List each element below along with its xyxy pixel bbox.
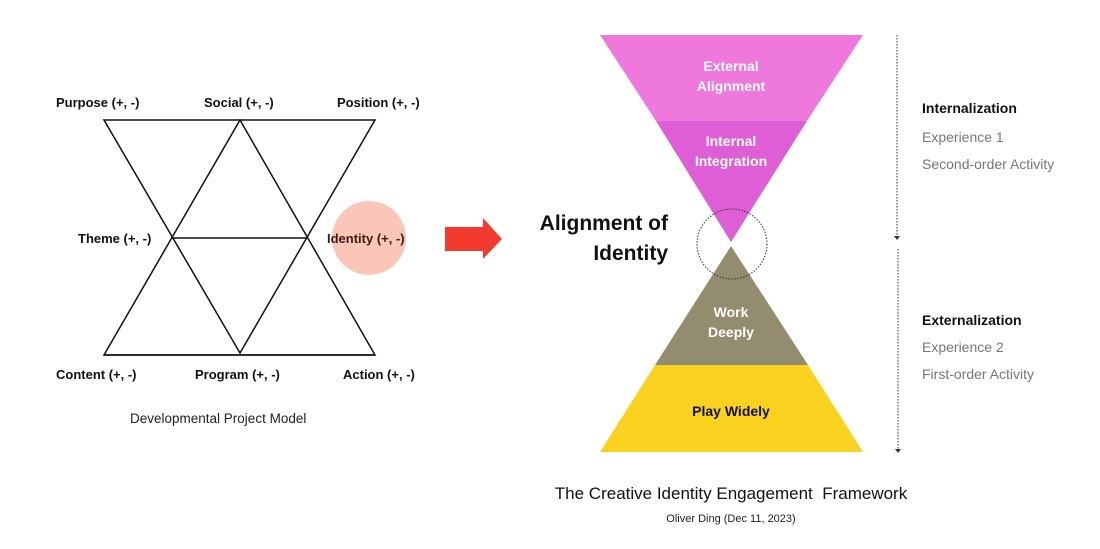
internalization-arrowhead-icon [894, 236, 900, 240]
label-action: Action (+, -) [343, 367, 415, 382]
internal-integration-text: Internal Integration [671, 131, 791, 171]
framework-subtitle: Oliver Ding (Dec 11, 2023) [666, 513, 796, 525]
externalization-line1: Experience 2 [922, 339, 1004, 355]
work-deeply-layer [655, 246, 808, 365]
arrow-right-icon [445, 218, 502, 259]
externalization-heading: Externalization [922, 312, 1022, 328]
label-identity: Identity (+, -) [327, 231, 405, 246]
label-position: Position (+, -) [337, 95, 420, 110]
internalization-line2: Second-order Activity [922, 156, 1055, 172]
framework-title: The Creative Identity Engagement Framewo… [554, 484, 908, 503]
internalization-line1: Experience 1 [922, 129, 1004, 145]
external-alignment-text: External Alignment [671, 56, 791, 96]
left-model-caption: Developmental Project Model [130, 411, 307, 426]
internal-integration-line2: Integration [694, 153, 768, 169]
play-widely-layer [600, 365, 863, 452]
alignment-focus-circle [696, 208, 768, 280]
left-inverted-triangle [102, 119, 377, 355]
external-alignment-layer [600, 35, 863, 121]
label-content: Content (+, -) [56, 367, 137, 382]
alignment-title-line2: Identity [593, 242, 668, 265]
label-theme: Theme (+, -) [78, 231, 152, 246]
alignment-title-line1: Alignment of [539, 212, 668, 235]
play-widely-line1: Play Widely [692, 403, 770, 419]
identity-highlight-circle [332, 201, 406, 275]
externalization-arrowhead-icon [895, 449, 901, 453]
work-deeply-text: Work Deeply [671, 302, 791, 342]
label-purpose: Purpose (+, -) [56, 95, 140, 110]
alignment-title: Alignment of Identity [520, 209, 668, 269]
work-deeply-line1: Work [713, 304, 749, 320]
label-social: Social (+, -) [204, 95, 274, 110]
work-deeply-line2: Deeply [708, 324, 754, 340]
externalization-line2: First-order Activity [922, 366, 1035, 382]
internal-integration-layer [656, 121, 807, 242]
play-widely-text: Play Widely [671, 401, 791, 421]
external-alignment-line2: Alignment [696, 78, 766, 94]
label-program: Program (+, -) [195, 367, 280, 382]
internalization-heading: Internalization [922, 100, 1017, 116]
internal-integration-line1: Internal [705, 133, 757, 149]
external-alignment-line1: External [703, 58, 759, 74]
